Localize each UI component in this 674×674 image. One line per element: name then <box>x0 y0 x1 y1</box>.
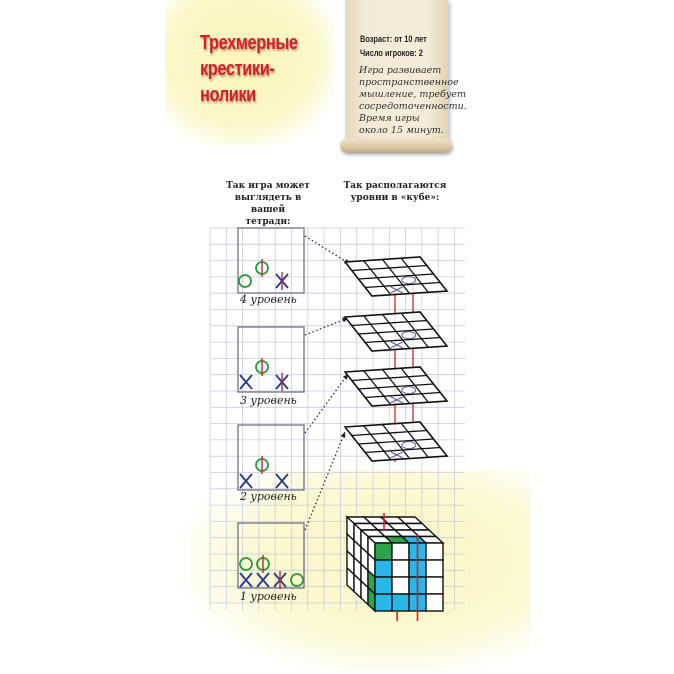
level-board <box>237 326 305 393</box>
x-mark <box>256 572 270 588</box>
x-mark <box>239 374 253 390</box>
x-mark <box>239 572 253 588</box>
layer-line <box>400 367 429 403</box>
x-mark <box>275 473 289 489</box>
title-line: Трехмерные <box>200 32 298 54</box>
game-description: Игра развивает пространственное мышление… <box>359 65 467 136</box>
notebook-caption: Так игра может выглядеть в вашей тетради… <box>226 181 310 227</box>
layer-line <box>365 446 441 454</box>
cube-cell <box>425 559 444 578</box>
scroll-roll <box>340 138 452 153</box>
layer-x-mark <box>390 341 403 349</box>
level-board <box>237 424 305 491</box>
cube-cell <box>391 542 410 561</box>
cube-cell <box>374 542 393 561</box>
age-info: Возраст: от 10 лет <box>360 34 427 44</box>
layer-line <box>365 391 441 399</box>
level-label: 2 уровень <box>240 490 297 503</box>
level-label: 1 уровень <box>240 590 297 603</box>
o-mark <box>290 573 304 587</box>
level-label: 4 уровень <box>240 293 297 306</box>
level-label: 3 уровень <box>240 394 297 407</box>
title-line: нолики <box>200 84 256 106</box>
layer-line <box>400 257 429 293</box>
cube-caption: Так располагаются уровни в «кубе»: <box>343 181 447 203</box>
cube-cell <box>425 542 444 561</box>
layer-line <box>365 281 441 289</box>
arrow-head <box>342 374 348 380</box>
layer-o-mark <box>401 331 417 340</box>
dotted-arrow <box>304 235 351 265</box>
cube-cell <box>425 576 444 595</box>
o-mark <box>239 557 253 571</box>
dotted-arrow <box>304 317 349 336</box>
cube-cell <box>425 593 444 612</box>
layer-o-mark <box>401 276 417 285</box>
title-highlight <box>165 0 335 145</box>
title-line: крестики- <box>200 58 275 80</box>
layer-line <box>358 328 434 335</box>
layer-line <box>400 312 429 348</box>
page-title: Трехмерные крестики- нолики <box>200 30 298 108</box>
game-info: Возраст: от 10 лет Число игроков: 2 <box>360 32 427 60</box>
parchment-scroll <box>345 0 448 140</box>
layer-o-mark <box>401 386 417 395</box>
level-board <box>237 227 305 294</box>
dotted-arrow <box>304 431 346 531</box>
o-mark <box>238 274 252 288</box>
cube-cell <box>391 593 410 612</box>
layer-x-mark <box>390 451 403 459</box>
cube-cell <box>391 559 410 578</box>
dotted-arrow <box>304 373 349 434</box>
layer-line <box>358 273 434 280</box>
x-mark <box>239 473 253 489</box>
layer-x-mark <box>390 396 403 404</box>
layer-line <box>365 336 441 344</box>
cube-cell <box>374 593 393 612</box>
layer-x-mark <box>390 286 403 294</box>
layer-o-mark <box>401 441 417 450</box>
cube-cell <box>374 559 393 578</box>
cube-cell <box>391 576 410 595</box>
level-board <box>237 522 305 589</box>
cube-cell <box>374 576 393 595</box>
layer-line <box>358 383 434 390</box>
players-info: Число игроков: 2 <box>360 48 423 58</box>
arrow-head <box>340 432 346 438</box>
layer-line <box>358 438 434 445</box>
layer-line <box>400 422 429 458</box>
